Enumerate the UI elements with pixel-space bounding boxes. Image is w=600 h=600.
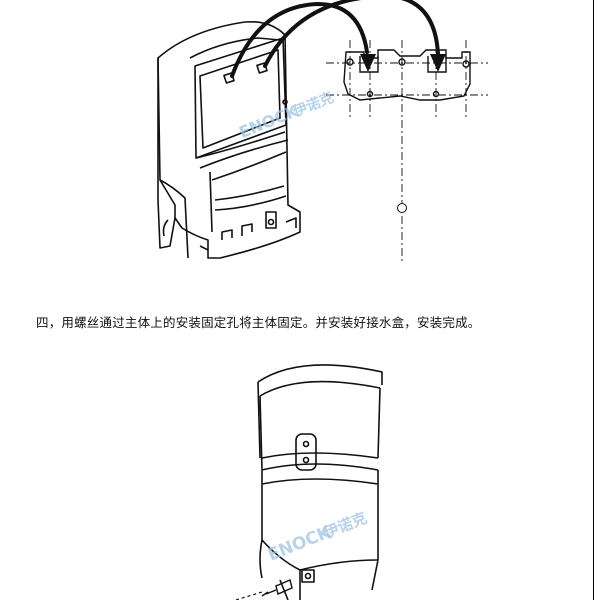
alignment-guides [326,40,488,262]
bottom-completed-figure: ENOCK 伊诺克 [235,364,383,600]
alignment-mark-circle [397,203,407,213]
watermark-brand-cn: 伊诺克 [320,509,369,543]
step-four-instruction: 四，用螺丝通过主体上的安装固定孔将主体固定。并安装好接水盒，安装完成。 [36,315,481,330]
watermark-bottom: ENOCK 伊诺克 [265,509,369,566]
screw-icon [261,579,293,597]
top-installation-figure: ENOCK 伊诺克 [157,0,488,262]
dryer-body-bottom-figure [257,364,383,600]
arrowheads [360,54,446,72]
page-right-border [593,0,594,600]
watermark-brand-cn: 伊诺克 [290,89,336,121]
curved-arrows [230,0,440,78]
dryer-body-top-figure [157,20,301,259]
screw-direction-guide [235,591,263,600]
